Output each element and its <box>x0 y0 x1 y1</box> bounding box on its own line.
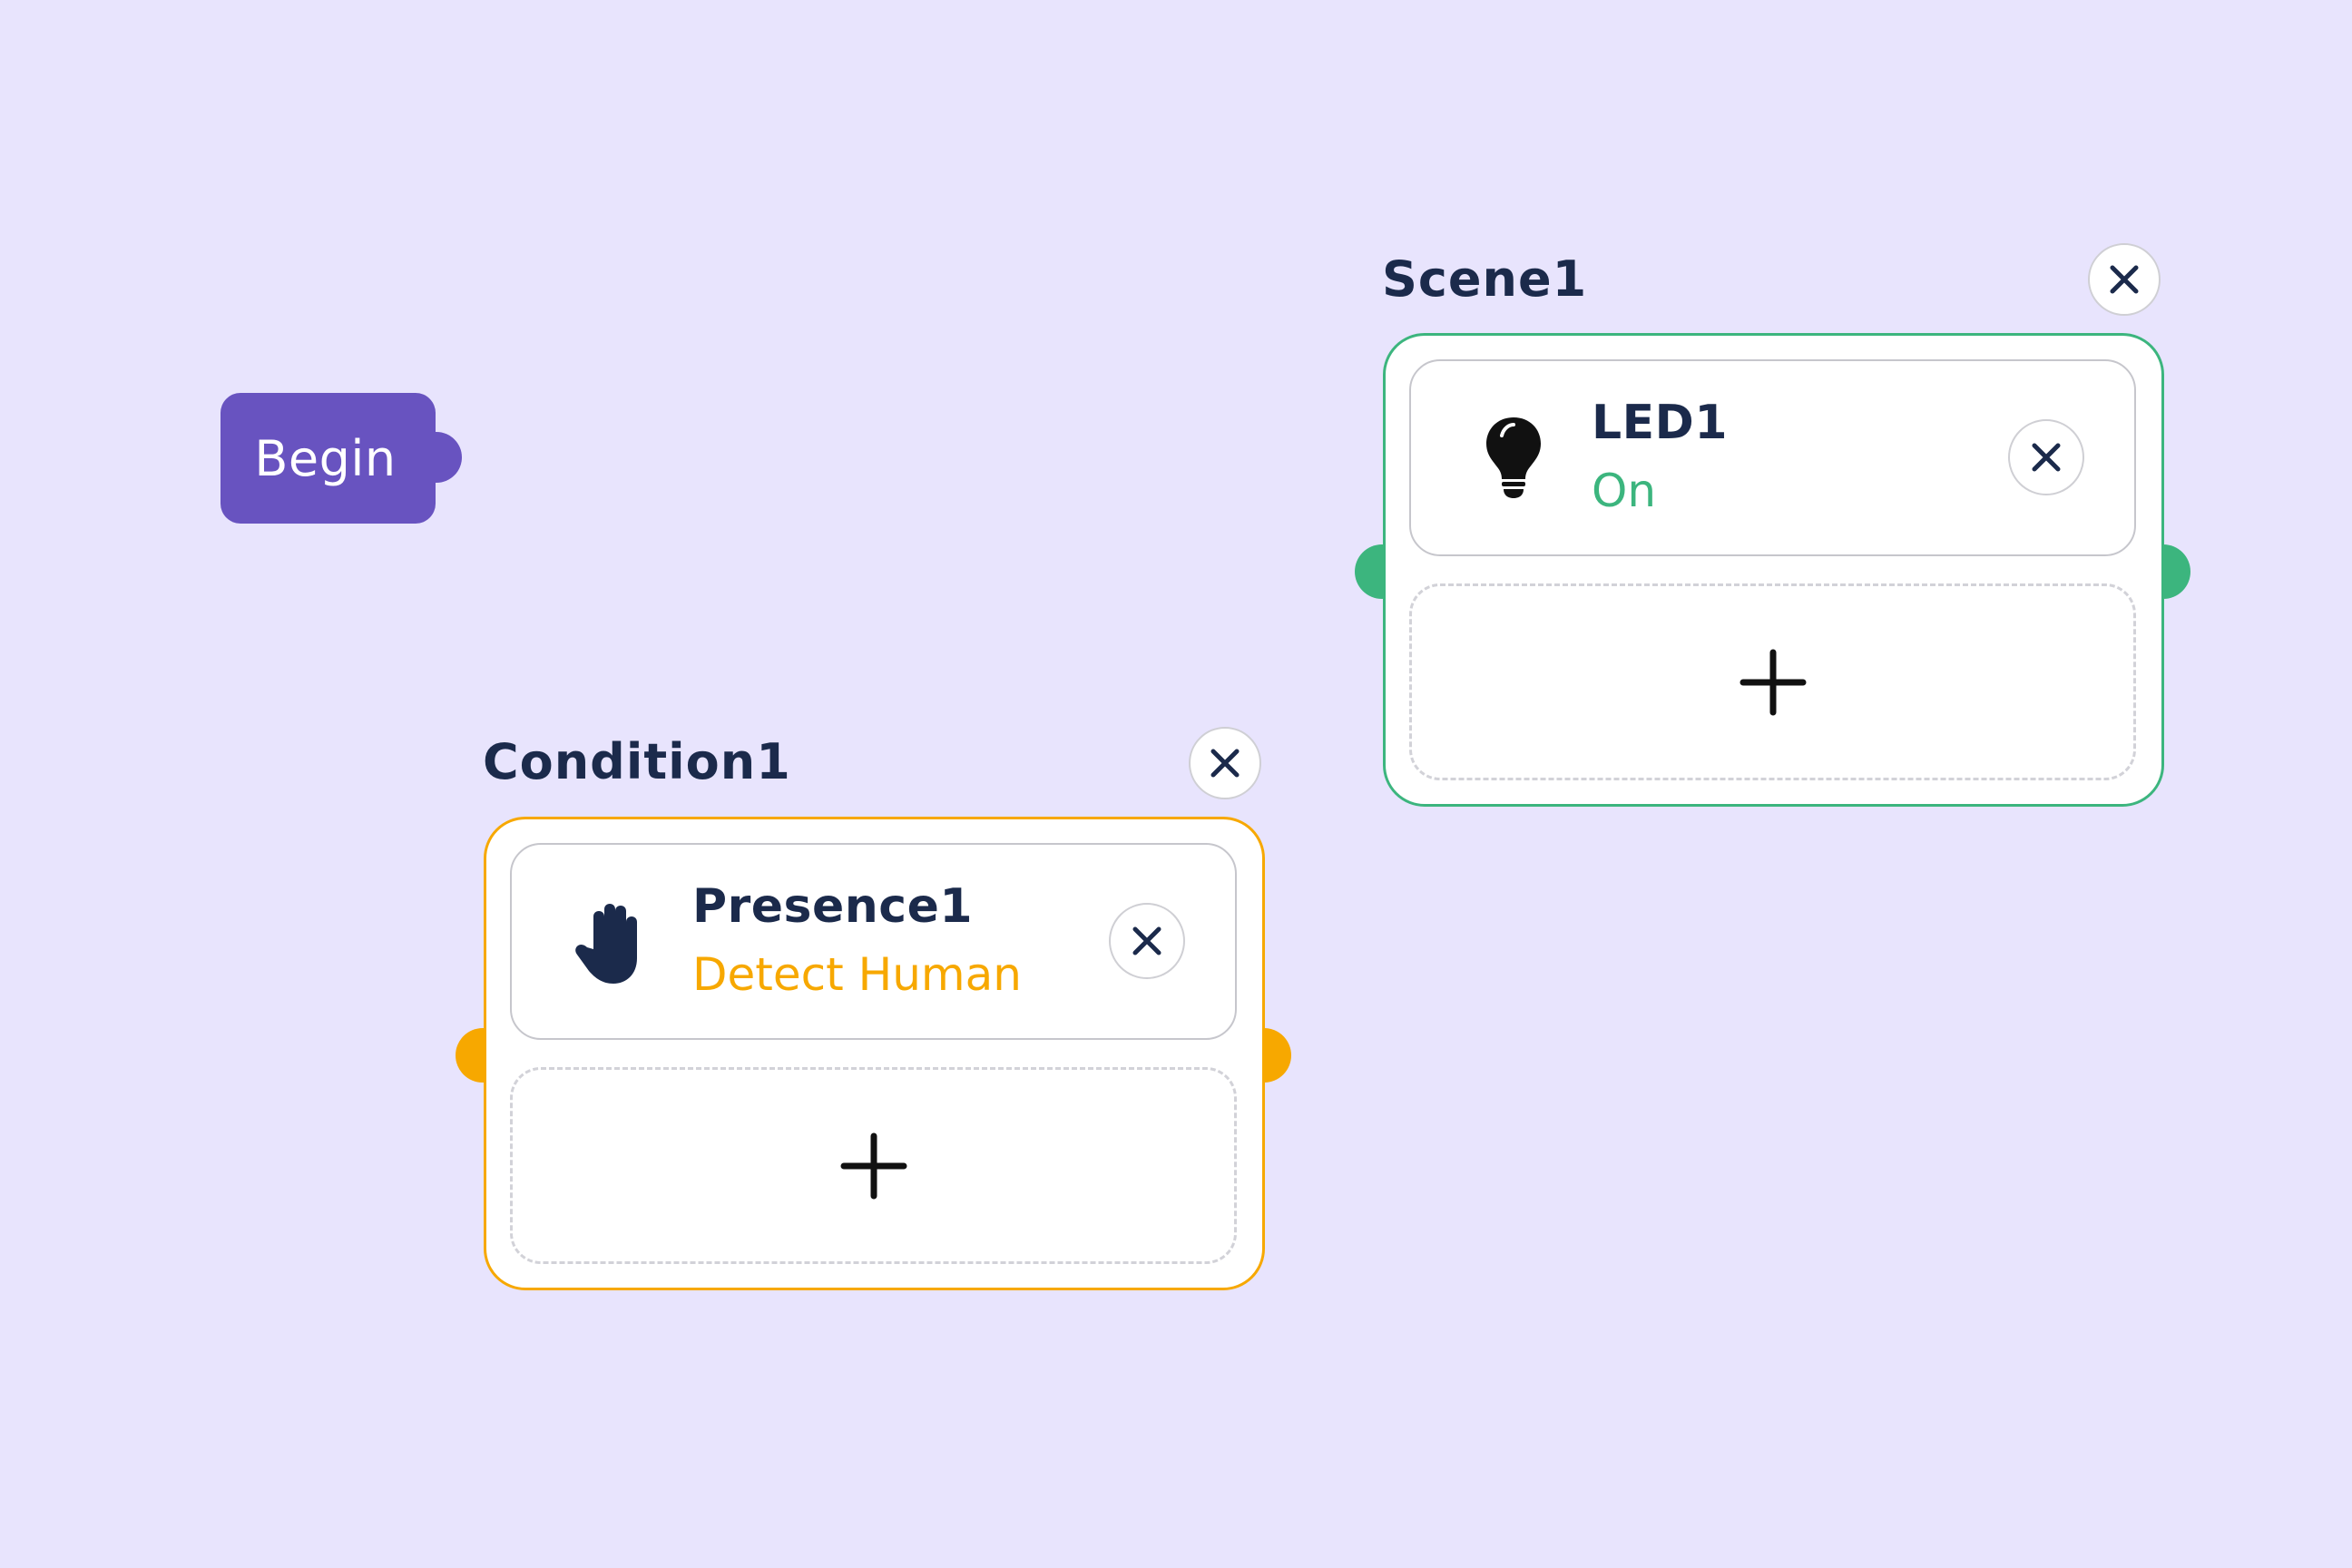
close-icon <box>2032 443 2061 472</box>
begin-label: Begin <box>254 429 397 487</box>
close-icon <box>1132 926 1161 956</box>
close-icon <box>2110 265 2139 294</box>
scene-item-card[interactable]: LED1 On <box>1409 359 2136 556</box>
scene-title: Scene1 <box>1382 250 1588 308</box>
lightbulb-icon <box>1486 417 1541 498</box>
condition-title: Condition1 <box>483 733 791 790</box>
plus-icon <box>1740 649 1806 715</box>
condition-item-remove-button[interactable] <box>1109 903 1185 979</box>
hand-icon <box>575 904 637 984</box>
close-icon <box>1210 749 1240 778</box>
begin-block[interactable]: Begin <box>220 393 436 524</box>
condition-item-name: Presence1 <box>692 879 974 934</box>
scene-add-item-button[interactable] <box>1409 583 2136 780</box>
scene-item-status: On <box>1592 465 1657 517</box>
condition-item-card[interactable]: Presence1 Detect Human <box>510 843 1237 1040</box>
scene-close-button[interactable] <box>2088 243 2161 316</box>
condition-add-item-button[interactable] <box>510 1067 1237 1264</box>
scene-item-remove-button[interactable] <box>2008 419 2084 495</box>
condition-item-status: Detect Human <box>692 948 1022 1001</box>
plus-icon <box>840 1132 906 1199</box>
condition-close-button[interactable] <box>1189 727 1261 799</box>
scene-item-name: LED1 <box>1592 396 1729 450</box>
